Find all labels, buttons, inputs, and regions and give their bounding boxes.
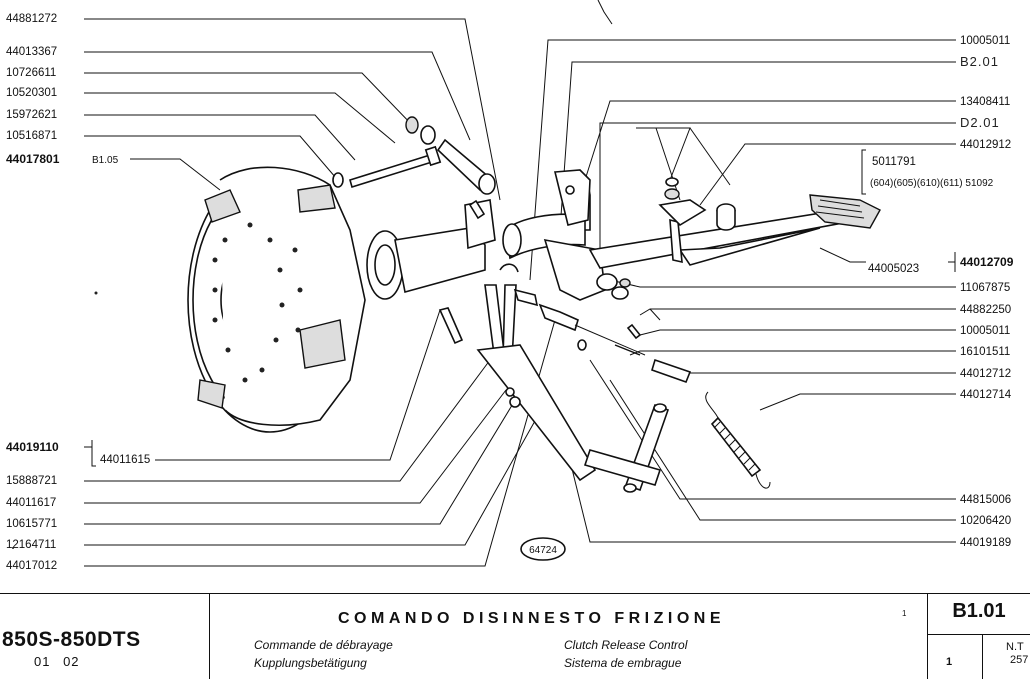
page-title: COMANDO DISINNESTO FRIZIONE	[338, 610, 725, 627]
model-name: 850S-850DTS	[2, 628, 141, 651]
release-fork-drawing	[438, 263, 597, 482]
description-cell: COMANDO DISINNESTO FRIZIONE 1 Commande d…	[210, 594, 928, 679]
model-variants: 01 02	[34, 654, 80, 669]
left-callouts: 44881272 44013367 10726611 10520301 1597…	[6, 13, 150, 572]
part-label: (604)(605)(610)(611) 51092	[870, 178, 994, 189]
part-label: 44013367	[6, 46, 57, 58]
part-label: 10520301	[6, 87, 57, 99]
part-label: 16101511	[960, 346, 1010, 358]
part-label: 44017012	[6, 560, 57, 572]
right-callouts: 10005011 B2.01 13408411 D2.01 44012912 5…	[868, 35, 1014, 549]
title-superscript: 1	[902, 609, 907, 618]
part-label: 44882250	[960, 304, 1011, 316]
part-label: 10005011	[960, 325, 1010, 337]
part-label: 5011791	[872, 156, 916, 168]
part-label: 10726611	[6, 67, 56, 79]
part-label: 44005023	[868, 263, 919, 275]
pedal-small-parts	[619, 177, 736, 288]
code-cell: B1.01 1 N.T 257	[928, 594, 1030, 679]
bracket-drawing	[553, 169, 591, 226]
part-label: 10206420	[960, 515, 1011, 527]
specks	[12, 0, 613, 549]
control-rod-drawing	[538, 303, 692, 384]
part-label: 10005011	[960, 35, 1010, 47]
nt-value: 257	[1010, 654, 1029, 666]
part-label: 10516871	[6, 130, 57, 142]
section-code: B1.01	[952, 600, 1006, 622]
figure-number-text: 64724	[529, 545, 557, 556]
part-label: 44011617	[6, 497, 56, 509]
part-label: 13408411	[960, 96, 1010, 108]
part-label: 44012709	[960, 255, 1014, 269]
part-label: 11067875	[960, 282, 1010, 294]
lever-arm-drawing	[583, 403, 670, 493]
part-label: 12164711	[6, 539, 56, 551]
bolt-drawings	[332, 116, 496, 220]
part-label: 15972621	[6, 109, 57, 121]
clutch-assembly-drawing	[187, 166, 366, 433]
subtitle-french: Commande de débrayage	[254, 638, 393, 652]
part-label: 10615771	[6, 518, 57, 530]
model-cell: 850S-850DTS 01 02	[0, 594, 210, 679]
release-bearing-drawing	[366, 199, 496, 300]
part-label: 44011615	[100, 454, 150, 466]
part-label: 44019110	[6, 440, 59, 454]
sheet-number: 1	[946, 656, 953, 668]
reference-label: B1.05	[92, 155, 119, 166]
code-vertical-divider	[982, 634, 983, 679]
subtitle-german: Kupplungsbetätigung	[254, 656, 367, 670]
subtitle-spanish: Sistema de embrague	[564, 656, 682, 670]
part-label: 44017801	[6, 152, 60, 166]
right-leader-lines	[529, 39, 956, 543]
reference-label: B2.01	[960, 54, 999, 69]
part-label: 44012912	[960, 139, 1011, 151]
part-label: 44881272	[6, 13, 57, 25]
subtitle-english: Clutch Release Control	[564, 638, 688, 652]
nt-label: N.T	[1006, 641, 1024, 653]
part-label: 44012712	[960, 368, 1011, 380]
part-label: 15888721	[6, 475, 57, 487]
reference-label: D2.01	[960, 115, 1000, 130]
title-block: 850S-850DTS 01 02 COMANDO DISINNESTO FRI…	[0, 593, 1030, 679]
part-label: 44012714	[960, 389, 1012, 401]
code-divider	[928, 634, 1030, 635]
part-label: 44019189	[960, 537, 1011, 549]
figure-number: 64724	[520, 537, 566, 561]
part-label: 44815006	[960, 494, 1011, 506]
return-spring-drawing	[705, 391, 771, 489]
